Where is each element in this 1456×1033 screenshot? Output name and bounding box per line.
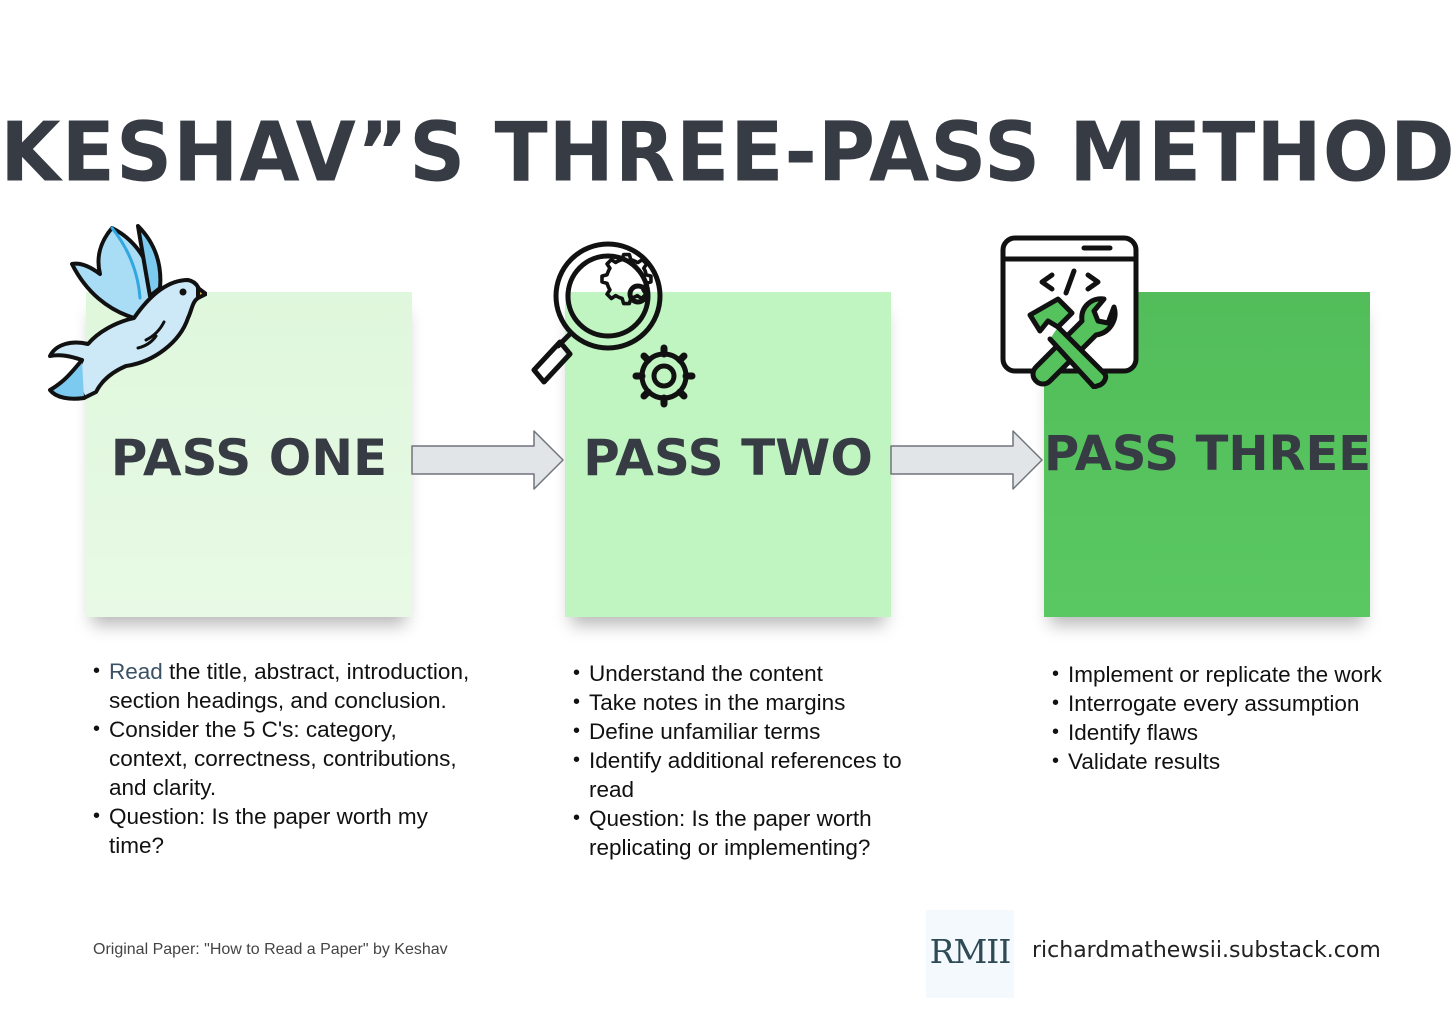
page-title: KESHAV”S THREE-PASS METHOD: [0, 105, 1456, 201]
pass-one-card: PASS ONE: [86, 292, 412, 617]
list-item: Understand the content: [573, 659, 933, 688]
pass-two-bullets: Understand the content Take notes in the…: [573, 659, 933, 862]
pass-two-label: PASS TWO: [583, 429, 873, 487]
pass-one-label: PASS ONE: [110, 429, 388, 487]
list-item: Interrogate every assumption: [1052, 689, 1432, 718]
list-item: Question: Is the paper worth my time?: [93, 802, 473, 860]
list-item: Read the title, abstract, introduction, …: [93, 657, 473, 715]
pass-three-bullets: Implement or replicate the work Interrog…: [1052, 660, 1432, 776]
pass-one-bullets: Read the title, abstract, introduction, …: [93, 657, 473, 860]
list-item: Take notes in the margins: [573, 688, 933, 717]
arrow-one-to-two: [411, 430, 564, 490]
arrow-two-to-three: [890, 430, 1043, 490]
list-item: Validate results: [1052, 747, 1432, 776]
site-link[interactable]: richardmathewsii.substack.com: [1032, 938, 1381, 963]
list-item: Implement or replicate the work: [1052, 660, 1432, 689]
dove-icon: [48, 224, 207, 401]
list-item: Question: Is the paper worth replicating…: [573, 804, 933, 862]
list-item: Consider the 5 C's: category, context, c…: [93, 715, 473, 802]
code-tools-icon: [1000, 235, 1139, 389]
list-item: Identify additional references to read: [573, 746, 933, 804]
list-item: Define unfamiliar terms: [573, 717, 933, 746]
magnifier-gears-icon: [531, 241, 696, 408]
logo-text: RMII: [929, 932, 1012, 971]
source-footnote: Original Paper: "How to Read a Paper" by…: [93, 941, 448, 958]
pass-three-label: PASS THREE: [1044, 426, 1372, 482]
author-logo: RMII: [926, 910, 1014, 998]
list-item: Identify flaws: [1052, 718, 1432, 747]
